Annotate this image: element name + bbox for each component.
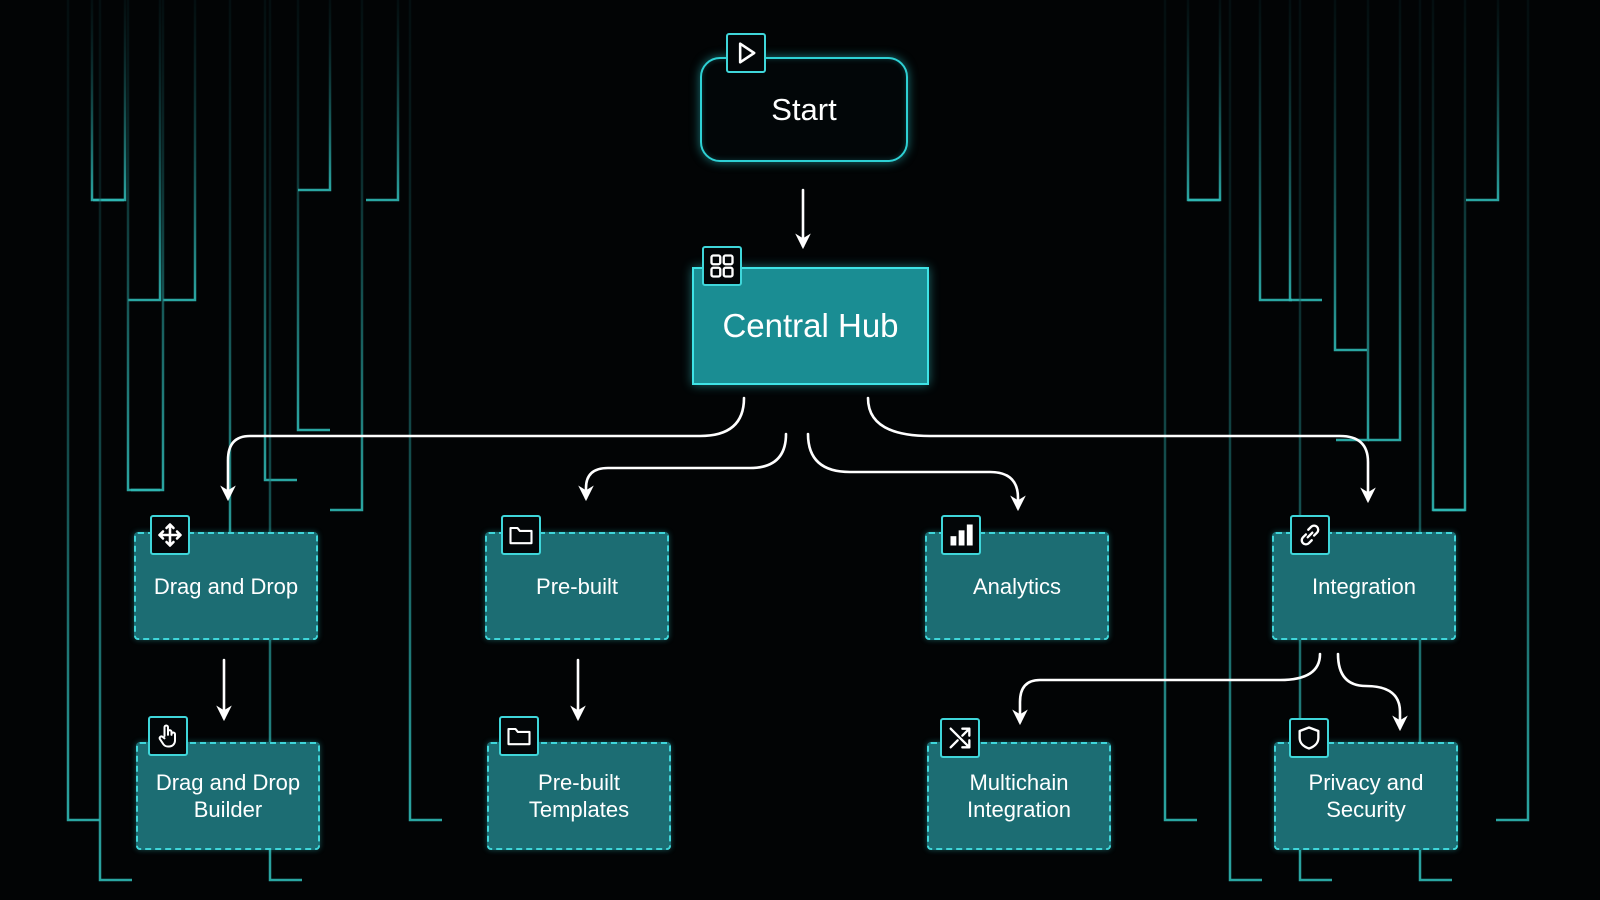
background-line bbox=[296, 0, 330, 432]
play-icon bbox=[726, 33, 766, 73]
background-line bbox=[1188, 0, 1222, 202]
background-line bbox=[131, 0, 165, 492]
integration-label: Integration bbox=[1312, 573, 1416, 599]
background-line bbox=[1298, 0, 1332, 882]
background-line bbox=[330, 0, 364, 512]
edge-hub-to-integration bbox=[866, 396, 1376, 504]
background-line bbox=[1418, 0, 1452, 882]
background-line bbox=[98, 0, 132, 882]
background-line bbox=[1333, 0, 1367, 352]
pointer-hand-icon bbox=[148, 716, 188, 756]
shuffle-icon bbox=[940, 718, 980, 758]
edge-hub-to-prebuilt bbox=[578, 432, 788, 502]
background-line bbox=[163, 0, 197, 302]
pre-built-label: Pre-built bbox=[536, 573, 618, 599]
background-line bbox=[1258, 0, 1292, 302]
background-line bbox=[66, 0, 100, 822]
move-icon bbox=[150, 515, 190, 555]
edge-integration-to-multichain bbox=[1012, 652, 1322, 726]
background-line bbox=[1496, 0, 1530, 822]
edge-integration-to-privacy bbox=[1336, 652, 1408, 732]
privacy-and-security-node[interactable]: Privacy and Security bbox=[1274, 742, 1458, 850]
folder-icon bbox=[499, 716, 539, 756]
background-line bbox=[298, 0, 332, 192]
background-line bbox=[128, 0, 162, 302]
start-node[interactable]: Start bbox=[700, 57, 908, 162]
pre-built-templates-node[interactable]: Pre-built Templates bbox=[487, 742, 671, 850]
drag-and-drop-builder-node[interactable]: Drag and Drop Builder bbox=[136, 742, 320, 850]
privacy-and-security-label: Privacy and Security bbox=[1308, 770, 1424, 822]
background-line bbox=[93, 0, 127, 202]
multichain-integration-node[interactable]: Multichain Integration bbox=[927, 742, 1111, 850]
link-icon bbox=[1290, 515, 1330, 555]
bar-chart-icon bbox=[941, 515, 981, 555]
shield-icon bbox=[1289, 718, 1329, 758]
background-line bbox=[408, 0, 442, 822]
background-line bbox=[1228, 0, 1262, 882]
background-line bbox=[1288, 0, 1322, 302]
analytics-label: Analytics bbox=[972, 573, 1062, 599]
pre-built-node[interactable]: Pre-built bbox=[485, 532, 669, 640]
pre-built-templates-label: Pre-built Templates bbox=[528, 770, 630, 822]
multichain-integration-label: Multichain Integration bbox=[967, 770, 1071, 822]
grid-icon bbox=[702, 246, 742, 286]
folder-icon bbox=[501, 515, 541, 555]
background-line bbox=[1433, 0, 1467, 512]
start-label: Start bbox=[771, 91, 837, 127]
central-hub-node[interactable]: Central Hub bbox=[692, 267, 929, 385]
background-line bbox=[263, 0, 297, 482]
background-line bbox=[268, 0, 302, 882]
background-line bbox=[1368, 0, 1402, 442]
background-line bbox=[1466, 0, 1500, 202]
central-hub-label: Central Hub bbox=[722, 307, 899, 344]
edge-hub-to-analytics bbox=[806, 432, 1026, 512]
drag-and-drop-label: Drag and Drop bbox=[153, 573, 299, 599]
edge-hub-to-drag-drop bbox=[220, 396, 746, 502]
background-line bbox=[366, 0, 400, 202]
background-line bbox=[1163, 0, 1197, 822]
drag-and-drop-builder-label: Drag and Drop Builder bbox=[155, 770, 301, 822]
